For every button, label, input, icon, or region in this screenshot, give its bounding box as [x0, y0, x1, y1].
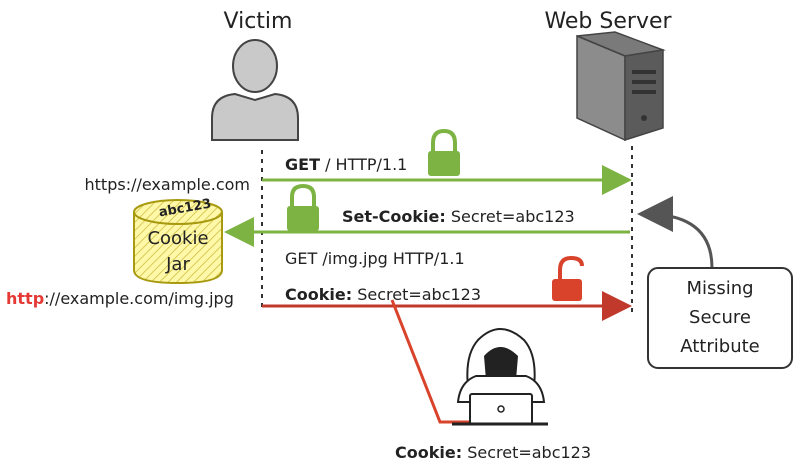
attacker-icon [452, 328, 548, 426]
callout-line2: Secure [689, 307, 751, 328]
https-url: https://example.com [85, 175, 250, 194]
victim-person-icon [211, 39, 299, 141]
callout-line3: Attribute [680, 336, 759, 357]
cookie-jar: Cookie Jar abc123 [133, 197, 223, 285]
request2-label: GET /img.jpg HTTP/1.1 [285, 249, 465, 268]
red-unlocked-icon [552, 255, 584, 301]
request1-method: GET [285, 155, 320, 174]
attacker-cookie-label: Cookie: Secret=abc123 [395, 443, 591, 462]
callout-box [647, 267, 793, 369]
response-value: Secret=abc123 [446, 207, 575, 226]
http-scheme: http [6, 289, 44, 308]
http-url-rest: ://example.com/img.jpg [44, 289, 234, 308]
request2-cookie-label: Cookie: Secret=abc123 [285, 285, 481, 304]
server-label: Web Server [544, 9, 672, 34]
attacker-cookie-header: Cookie: [395, 443, 462, 462]
request2-cookie-value: Secret=abc123 [352, 285, 481, 304]
cookie-jar-line1: Cookie [147, 228, 208, 249]
response-header: Set-Cookie: [342, 207, 446, 226]
callout-arrow [637, 196, 714, 269]
green-lock-icon-2 [287, 183, 319, 231]
callout-line1: Missing [686, 278, 753, 299]
request1-rest: / HTTP/1.1 [320, 155, 407, 174]
green-lock-icon [428, 128, 460, 176]
http-url: http://example.com/img.jpg [6, 289, 234, 308]
response-label: Set-Cookie: Secret=abc123 [342, 207, 575, 226]
attacker-cookie-value: Secret=abc123 [462, 443, 591, 462]
victim-label: Victim [224, 9, 293, 34]
cookie-jar-line2: Jar [165, 254, 190, 275]
request1-label: GET / HTTP/1.1 [285, 155, 407, 174]
request2-cookie-header: Cookie: [285, 285, 352, 304]
server-icon [576, 31, 666, 142]
